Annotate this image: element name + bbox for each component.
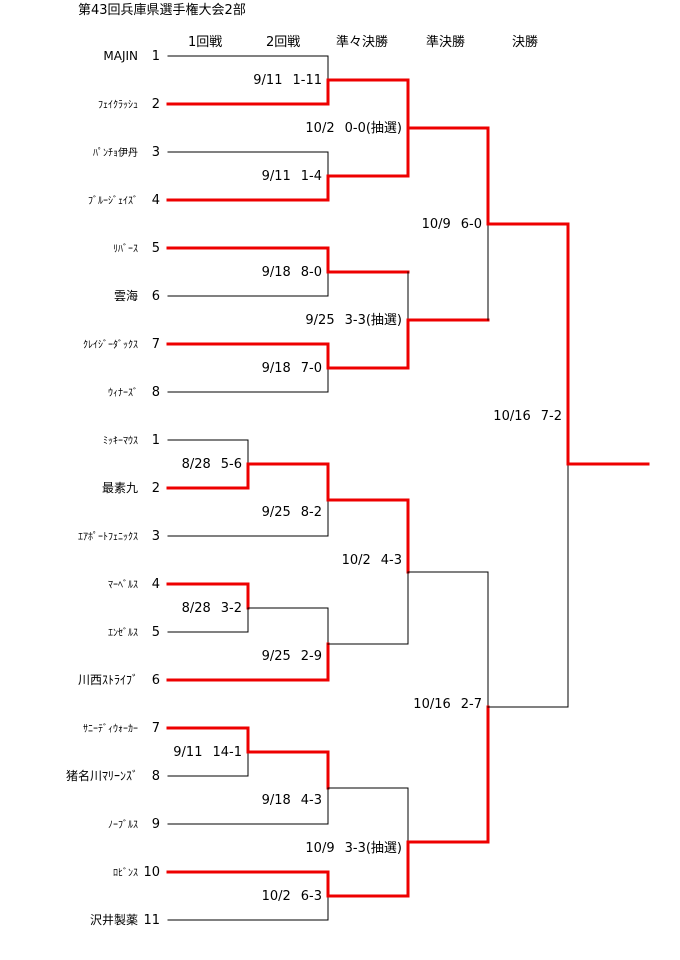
team-name: ﾊﾟﾝﾁｮ伊丹 <box>93 147 138 159</box>
team-name: 川西ｽﾄﾗｲﾌﾞ <box>78 673 138 687</box>
team-name: ﾛﾋﾞﾝｽ <box>113 867 138 879</box>
team-seed: 6 <box>152 673 160 688</box>
team-seed: 1 <box>152 49 160 64</box>
round-header-5: 決勝 <box>512 35 538 50</box>
team-name: 最素九 <box>102 481 138 495</box>
team-seed: 8 <box>152 769 160 784</box>
team-seed: 7 <box>152 721 160 736</box>
bracket-title: 第43回兵庫県選手権大会2部 <box>78 2 246 18</box>
team-name: ﾐｯｷｰﾏｳｽ <box>103 435 138 447</box>
team-name: 雲海 <box>114 288 138 303</box>
team-name: ﾏｰﾍﾞﾙｽ <box>108 579 138 591</box>
team-seed: 6 <box>152 289 160 304</box>
team-seed: 4 <box>152 577 160 592</box>
team-seed: 2 <box>152 481 160 496</box>
round-header-3: 準々決勝 <box>336 34 388 50</box>
team-name: ﾉｰﾌﾞﾙｽ <box>108 819 138 831</box>
round-header-4: 準決勝 <box>426 34 465 50</box>
team-name: ｻﾆｰﾃﾞｨｳｫｰｶｰ <box>83 723 138 735</box>
team-seed: 5 <box>152 625 160 640</box>
team-name: ﾘﾊﾞｰｽ <box>113 243 138 255</box>
team-seed: 8 <box>152 385 160 400</box>
team-seed: 9 <box>152 817 160 832</box>
team-seed: 5 <box>152 241 160 256</box>
team-name: ﾌﾞﾙｰｼﾞｪｲｽﾞ <box>88 195 138 207</box>
team-seed: 11 <box>143 913 160 928</box>
round-header-2: 2回戦 <box>266 35 300 50</box>
bracket-lines <box>166 55 650 921</box>
team-seed: 3 <box>152 529 160 544</box>
round-header-1: 1回戦 <box>188 35 222 50</box>
team-name: 猪名川ﾏﾘｰﾝｽﾞ <box>66 768 138 783</box>
team-name: ﾌｪｲｸﾗｯｼｭ <box>98 99 138 111</box>
team-seed: 7 <box>152 337 160 352</box>
team-seed: 1 <box>152 433 160 448</box>
team-seed: 4 <box>152 193 160 208</box>
team-name: ｴｱﾎﾟｰﾄﾌｪﾆｯｸｽ <box>78 531 138 543</box>
team-name: 沢井製薬 <box>90 913 138 927</box>
team-seed: 2 <box>152 97 160 112</box>
team-seed: 10 <box>143 865 160 880</box>
team-seed: 3 <box>152 145 160 160</box>
team-name: ｴﾝｾﾞﾙｽ <box>108 627 138 639</box>
team-name: ｸﾚｲｼﾞｰﾀﾞｯｸｽ <box>83 339 138 351</box>
team-name: ｳｨﾅｰｽﾞ <box>108 387 138 399</box>
team-name: MAJIN <box>103 49 138 63</box>
